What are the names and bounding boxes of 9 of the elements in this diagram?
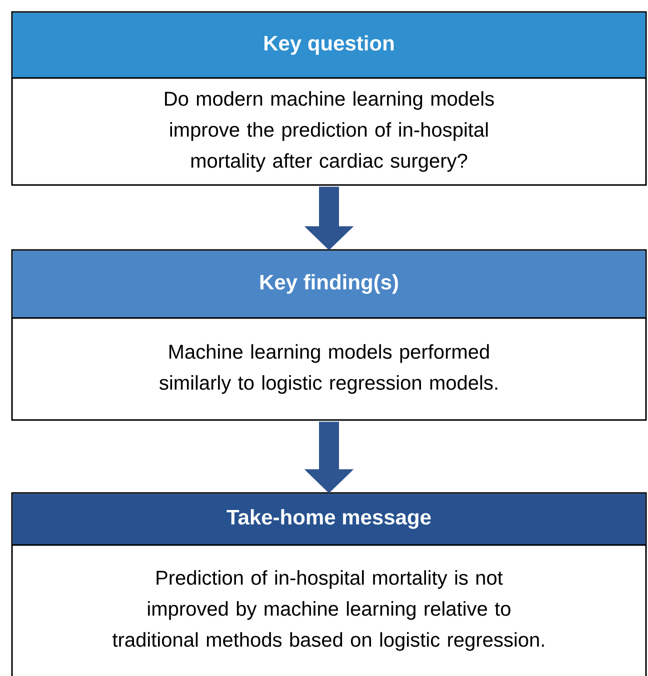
body-text: Machine learning models performed similarly to logistic regression models.: [160, 344, 498, 394]
header-title: Key question: [264, 35, 394, 55]
info-card: [11, 492, 647, 676]
header-title: Key finding(s): [260, 274, 398, 294]
info-card: [11, 249, 647, 421]
body-text: Do modern machine learning models improve the prediction of in-hospital mortality after cardiac surgery?: [165, 91, 494, 172]
header-title: Take-home message: [226, 509, 431, 529]
info-card: [11, 11, 647, 186]
body-text: Prediction of in-hospital mortality is not improved by machine learning relative to traditional methods based on logistic regression.: [112, 570, 544, 651]
